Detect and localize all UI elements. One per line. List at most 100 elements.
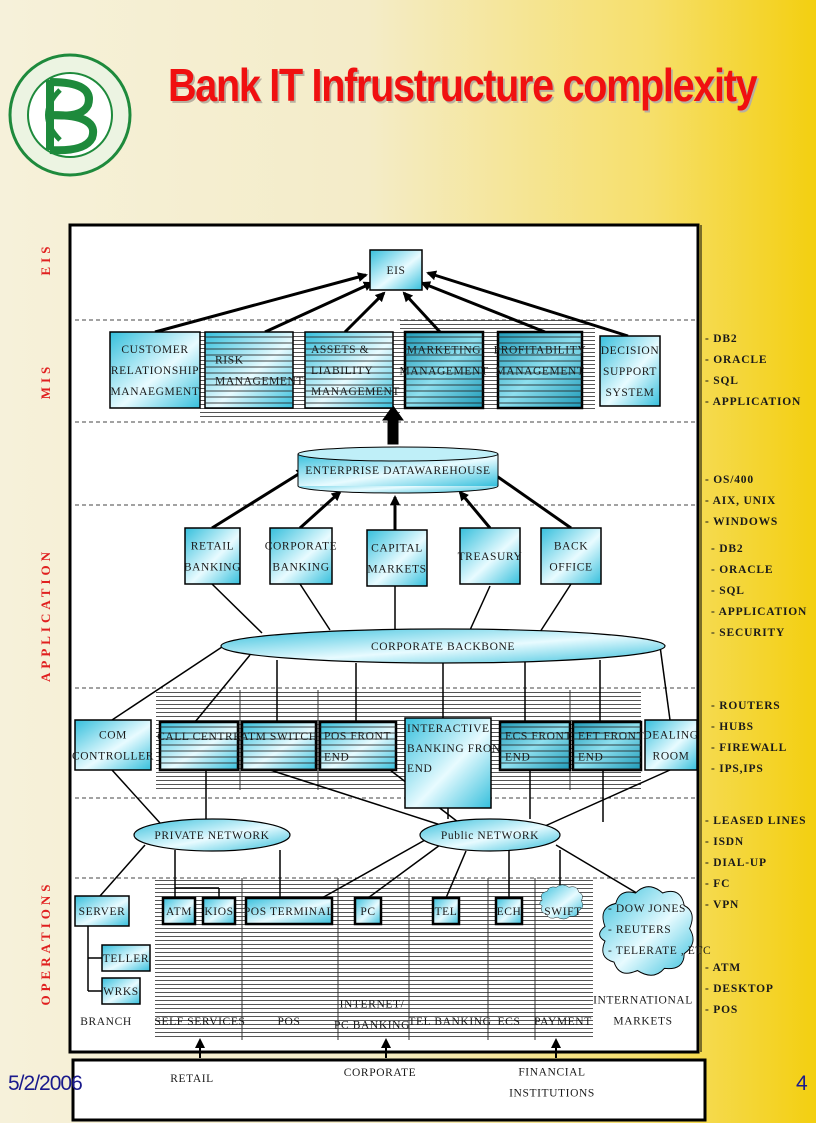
tech-list: - OS/400 - AIX, UNIX - WINDOWS	[705, 474, 778, 528]
channel-label: PAYMENT	[534, 1016, 591, 1028]
node-label: END	[578, 752, 603, 764]
vietcombank-logo	[8, 53, 132, 177]
node-label: MARKETS	[613, 1016, 672, 1028]
customer-segments-box	[71, 1058, 707, 1122]
node-label: INTERNET/	[340, 999, 405, 1011]
channel-label: INTERNATIONAL MARKETS	[593, 995, 693, 1028]
connectors	[87, 270, 671, 1058]
interactive-banking-box: INTERACTIVE BANKING FRONT END	[404, 717, 508, 809]
layer-label: EIS	[38, 243, 53, 276]
tech-item: - POS	[705, 1004, 738, 1016]
node-label: - REUTERS	[608, 924, 671, 936]
node-label: MANAGEMENT	[495, 366, 584, 378]
node-label: END	[505, 752, 530, 764]
tech-list: - ROUTERS- HUBS- FIREWALL- IPS,IPS	[711, 700, 787, 775]
node-label: EIS	[386, 265, 405, 277]
node-label: INTERACTIVE	[407, 723, 490, 735]
tech-item: - LEASED LINES	[705, 815, 806, 827]
tech-item: - WINDOWS	[705, 516, 778, 528]
tech-item: - ATM	[705, 962, 741, 974]
node-label: TEL BANKING	[408, 1016, 491, 1028]
ech-box: ECH	[494, 896, 524, 926]
node-label: MANAGEMENT	[215, 376, 304, 388]
customer-segment-label: FINANCIAL INSTITUTIONS	[509, 1067, 595, 1100]
node-label: ROOM	[653, 751, 690, 763]
node-label: RISK	[215, 355, 244, 367]
call-centre-box: CALL CENTRE	[157, 720, 241, 772]
workstation-box: WRKS	[101, 977, 141, 1005]
marketing-management-box: MARKETING MANAGEMENT	[399, 330, 488, 410]
node-label: INTERNATIONAL	[593, 995, 693, 1007]
slide-title: Bank IT Infrustructure complexity	[168, 59, 758, 111]
tech-item: - APPLICATION	[705, 396, 801, 408]
node-label: OFFICE	[549, 562, 592, 574]
node-label: RETAIL	[170, 1073, 214, 1085]
node-label: KIOS	[204, 906, 233, 918]
tech-item: - SECURITY	[711, 627, 785, 639]
tech-list: - LEASED LINES- ISDN- DIAL-UP- FC- VPN	[705, 815, 806, 911]
tech-item: - ORACLE	[705, 354, 767, 366]
slide-date: 5/2/2006	[8, 1072, 83, 1095]
tech-list: - ATM- DESKTOP- POS	[705, 962, 773, 1016]
eis-node: EIS	[369, 249, 423, 291]
enterprise-datawarehouse: ENTERPRISE DATAWAREHOUSE	[297, 446, 499, 494]
node-label: MARKETING	[407, 345, 481, 357]
node-label: CAPITAL	[371, 543, 423, 555]
layer-label: APPLICATION	[38, 548, 53, 682]
node-label: DECISION	[601, 345, 660, 357]
node-label: BRANCH	[80, 1016, 132, 1028]
atm-box: ATM	[161, 896, 197, 926]
layer-label: OPERATIONS	[38, 881, 53, 1006]
node-label: CALL CENTRE	[157, 731, 241, 743]
tech-item: - FIREWALL	[711, 742, 787, 754]
node-label: CORPORATE	[344, 1067, 417, 1079]
page-number: 4	[796, 1072, 808, 1095]
node-label: CORPORATE	[265, 541, 338, 553]
market-data-cloud: - DOW JONES- REUTERS- TELERATE , ETC	[599, 886, 711, 976]
tech-item: - FC	[705, 878, 730, 890]
node-label: LIABILITY	[311, 365, 373, 377]
node-label: RELATIONSHIP	[111, 365, 199, 377]
node-label: BANKING FRONT	[407, 743, 508, 755]
node-label: SERVER	[79, 906, 126, 918]
customer-segment-label: RETAIL	[170, 1073, 214, 1085]
tech-item: - VPN	[705, 899, 739, 911]
node-label: FINANCIAL	[518, 1067, 585, 1079]
node-label: INSTITUTIONS	[509, 1088, 595, 1100]
server-box: SERVER	[74, 895, 130, 927]
node-label: POS	[278, 1016, 301, 1028]
node-label: MANAGEMENT	[311, 386, 400, 398]
node-label: TELLER	[103, 953, 149, 965]
tech-item: - OS/400	[705, 474, 754, 486]
node-label: MANAGEMENT	[399, 366, 488, 378]
tech-item: - ISDN	[705, 836, 744, 848]
tech-list: - DB2- ORACLE- SQL- APPLICATION	[705, 333, 801, 408]
node-label: WRKS	[103, 986, 139, 998]
pos-terminal-box: POS TERMINAL	[244, 896, 334, 926]
tech-item: - HUBS	[711, 721, 754, 733]
decision-support-box: DECISION SUPPORT SYSTEM	[599, 335, 661, 407]
node-label: END	[407, 763, 432, 775]
corporate-backbone: CORPORATE BACKBONE	[220, 628, 666, 664]
tech-item: - APPLICATION	[711, 606, 807, 618]
channel-label: INTERNET/PC BANKING	[334, 999, 409, 1032]
pc-box: PC	[353, 896, 383, 926]
tech-item: - AIX, UNIX	[705, 495, 776, 507]
node-label: BANKING	[184, 562, 241, 574]
risk-management-box: RISK MANAGEMENT	[204, 331, 304, 409]
node-label: SUPPORT	[603, 366, 657, 378]
node-label: POS FRONT	[324, 731, 391, 743]
node-label: SYSTEM	[606, 387, 655, 399]
